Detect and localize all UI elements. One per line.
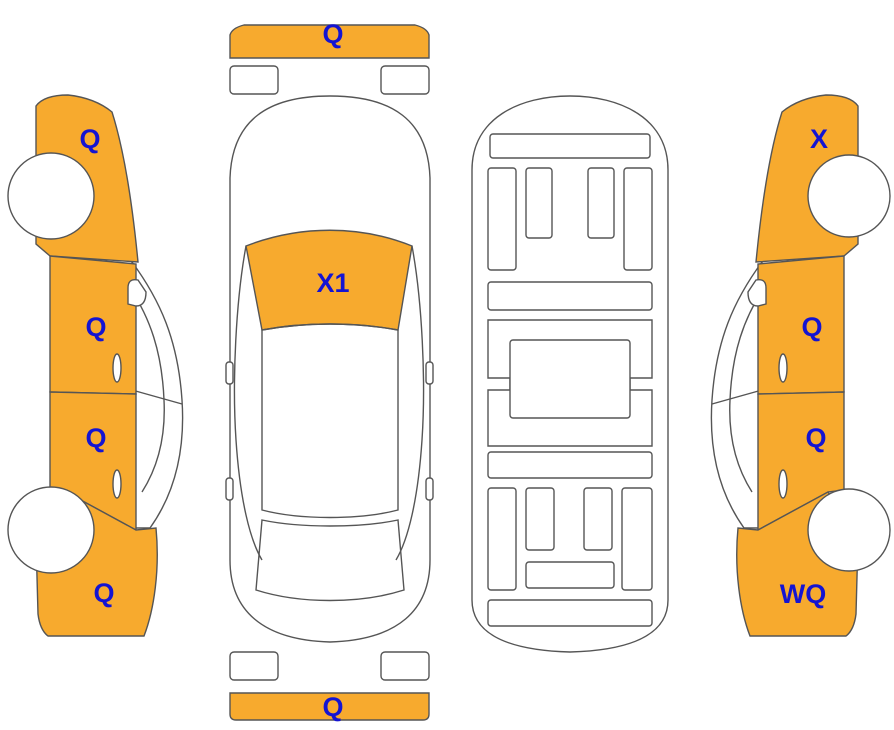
- right-side-window-line: [711, 389, 763, 405]
- underbody-part: [525, 167, 553, 239]
- right-rear-wheel: [807, 154, 891, 238]
- right-front-wheel: [807, 488, 891, 572]
- right-rear-handle: [778, 353, 788, 383]
- left-side-window-line: [129, 287, 165, 493]
- top-view-car: [225, 95, 434, 643]
- right-front-fender-label: WQ: [780, 579, 827, 609]
- right-rear-door-label: Q: [801, 312, 822, 342]
- right-front-handle: [778, 469, 788, 499]
- left-front-door-label: Q: [85, 312, 106, 342]
- top-view-body: [229, 95, 431, 643]
- underbody-part: [487, 281, 653, 311]
- top-view-left-mirror: [225, 361, 234, 385]
- underbody-part: [525, 561, 615, 589]
- right-side-cabin: [710, 259, 763, 529]
- left-rear-door-label: Q: [85, 423, 106, 453]
- left-mirror-icon: [127, 278, 147, 307]
- top-view-left-pillar: [233, 245, 263, 561]
- left-front-fender-label: Q: [79, 124, 100, 154]
- front-right-headlight: [380, 65, 430, 95]
- underbody-view: [471, 95, 669, 653]
- left-side-window-line: [131, 389, 183, 405]
- left-front-handle: [112, 353, 122, 383]
- front-bumper-panel[interactable]: [229, 24, 430, 59]
- left-front-wheel: [7, 152, 95, 240]
- right-mirror-icon: [747, 278, 767, 307]
- underbody-part: [587, 167, 615, 239]
- right-side-window-line: [729, 287, 765, 493]
- rear-right-taillight: [380, 651, 430, 681]
- left-rear-quarter-label: Q: [93, 578, 114, 608]
- front-left-headlight: [229, 65, 279, 95]
- underbody-part: [583, 487, 613, 551]
- underbody-part: [525, 487, 555, 551]
- rear-bumper-panel[interactable]: [229, 692, 430, 721]
- top-view-cabin: [261, 323, 399, 519]
- top-view-right-mirror: [425, 361, 434, 385]
- panel-labels: Q X1 Q Q Q Q Q X Q Q WQ: [79, 19, 828, 722]
- front-bumper-label: Q: [322, 19, 343, 49]
- underbody-part: [509, 339, 631, 419]
- underbody-part: [487, 487, 517, 591]
- top-view-left-handle: [225, 477, 234, 501]
- top-view-rear-window: [255, 519, 405, 602]
- underbody-part: [487, 599, 653, 627]
- underbody-part: [489, 133, 651, 159]
- top-view-right-handle: [425, 477, 434, 501]
- left-rear-handle: [112, 469, 122, 499]
- roof-label: X1: [316, 268, 349, 298]
- underbody-part: [487, 451, 653, 479]
- right-front-door-label: Q: [805, 423, 826, 453]
- underbody-part: [621, 487, 653, 591]
- right-rear-quarter-label: X: [810, 124, 828, 154]
- right-side-view: [710, 94, 891, 637]
- left-rear-wheel: [7, 486, 95, 574]
- rear-bumper-label: Q: [322, 692, 343, 722]
- left-side-cabin: [131, 259, 184, 529]
- underbody-part: [487, 167, 517, 271]
- underbody-part: [623, 167, 653, 271]
- top-view-right-pillar: [395, 245, 425, 561]
- rear-left-taillight: [229, 651, 279, 681]
- left-side-view: [7, 94, 184, 637]
